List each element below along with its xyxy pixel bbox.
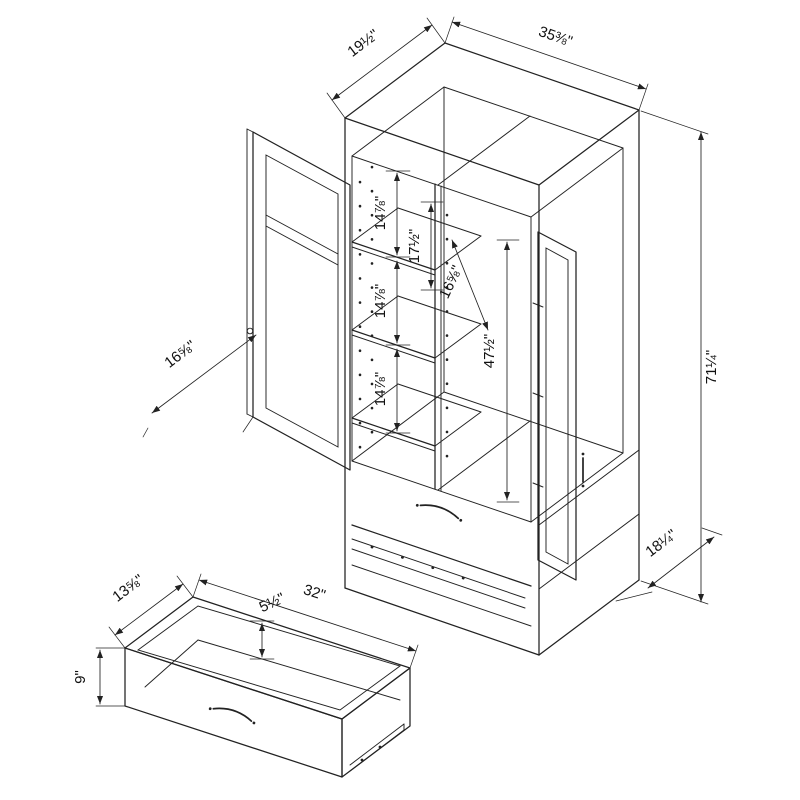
drawer-slide-rail	[349, 723, 405, 772]
dim-left-door-width: 16⅝"	[142, 334, 257, 438]
dim-right-section-height: 47½"	[481, 239, 520, 503]
dim-drawer-depth: 13⅝"	[108, 571, 194, 649]
dim-top-width: 35⅜"	[444, 16, 649, 111]
drawer-slot	[351, 538, 532, 627]
dim-label-top-width: 35⅜"	[536, 23, 574, 50]
left-door	[246, 128, 351, 471]
dim-drawer-width: 32"	[192, 573, 419, 669]
dim-label-overall-height: 71¼"	[703, 350, 720, 385]
dim-label-base-section: 18¼"	[642, 526, 680, 560]
dim-base-section: 18¼"	[615, 526, 723, 602]
shelf	[351, 383, 482, 452]
dim-drawer-inner-height: 5½"	[249, 590, 288, 660]
dim-overall-height: 71¼"	[640, 110, 720, 605]
dim-label-shelf-gap-bottom: 14⅞"	[372, 372, 389, 407]
dim-shelf-gap-bottom: 14⅞"	[372, 348, 411, 434]
right-door-handle	[581, 452, 585, 488]
right-door-hinges	[532, 302, 544, 488]
dim-label-right-section-height: 47½"	[481, 334, 498, 369]
dim-label-drawer-inner-height: 5½"	[257, 590, 288, 616]
dim-shelf-gap-top: 14⅞"	[372, 170, 411, 258]
cabinet-right-face-detail	[538, 449, 640, 590]
cabinet-top-face	[344, 42, 640, 186]
center-divider	[434, 115, 531, 492]
dim-label-drawer-front-height: 9"	[72, 670, 89, 684]
dim-label-left-door-width: 16⅝"	[161, 337, 199, 371]
dim-label-top-depth: 19½"	[344, 26, 382, 60]
dim-shelf-gap-middle: 14⅞"	[372, 260, 411, 346]
dim-top-depth: 19½"	[326, 17, 446, 119]
left-door-knob	[246, 327, 254, 335]
pullout-drawer-handle	[208, 707, 256, 725]
dim-label-drawer-width: 32"	[301, 581, 327, 604]
pullout-drawer	[124, 596, 411, 778]
interior-shelves	[351, 207, 482, 452]
dim-label-shelf-gap-top: 14⅞"	[372, 196, 389, 231]
dim-center-gap: 17½"	[406, 201, 444, 291]
drawer-handle	[415, 503, 463, 522]
dim-label-right-section-width: 16⅝"	[436, 263, 466, 301]
dim-drawer-front-height: 9"	[72, 647, 126, 707]
dim-label-center-gap: 17½"	[406, 229, 423, 264]
dim-label-drawer-depth: 13⅝"	[109, 571, 147, 605]
cabinet-drawer-front	[351, 503, 532, 587]
dim-label-shelf-gap-middle: 14⅞"	[372, 284, 389, 319]
cabinet	[246, 42, 640, 656]
right-door	[532, 231, 585, 581]
